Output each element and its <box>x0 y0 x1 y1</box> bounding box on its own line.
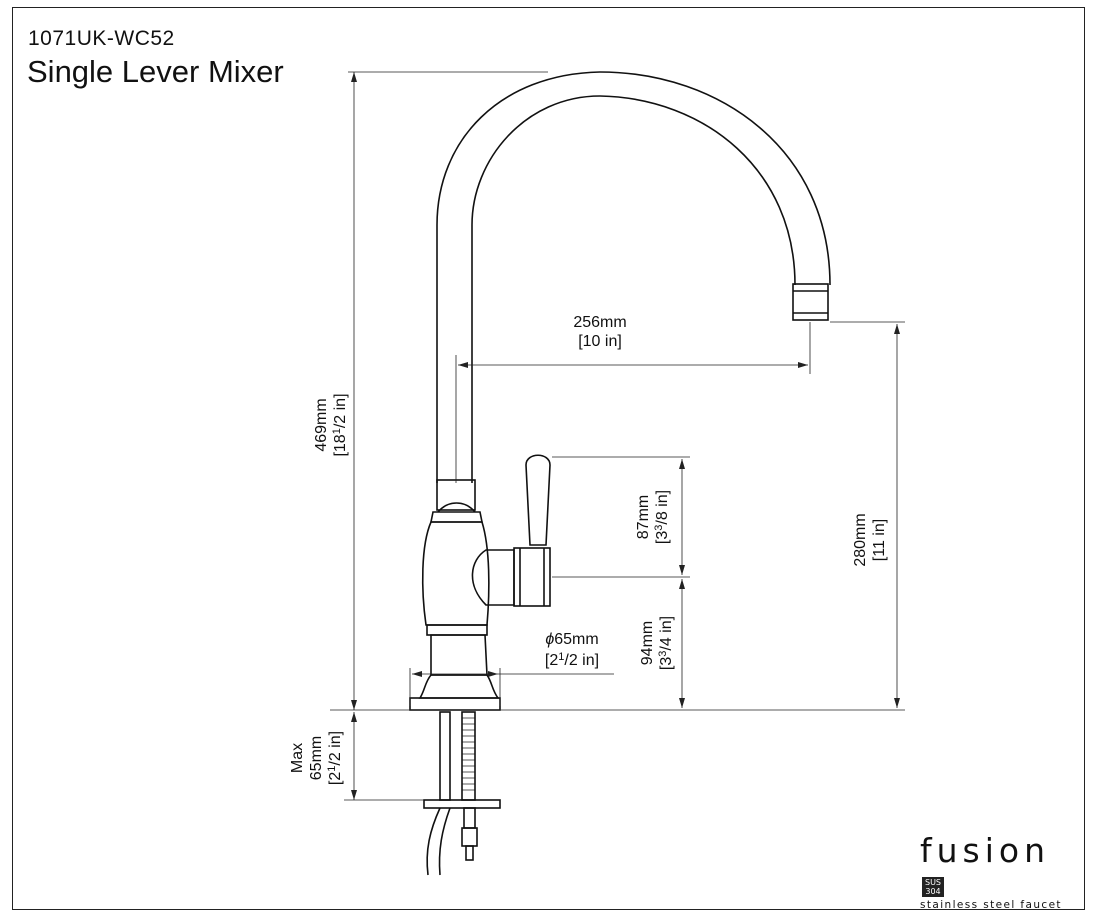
max-thickness-mm: 65mm <box>308 736 325 780</box>
threaded-shank <box>461 711 476 801</box>
lever <box>525 454 551 546</box>
faucet-outline <box>409 71 831 876</box>
max-thickness-inch: [21/2 in] <box>326 731 344 785</box>
base-plate <box>409 697 501 711</box>
reach-mm: 256mm <box>573 314 626 331</box>
dimension-lines <box>330 71 905 801</box>
brand-name: fusion <box>920 831 1050 870</box>
dimension-arrows <box>351 72 900 800</box>
backnut-plate <box>423 799 501 809</box>
reach-inch: [10 in] <box>578 333 622 350</box>
handle-base-inch: [33/4 in] <box>657 616 675 670</box>
spout-outer <box>436 71 831 483</box>
drawing-frame <box>12 7 1085 910</box>
base-flare <box>418 674 500 699</box>
base-diameter-inch: [21/2 in] <box>545 651 599 669</box>
handle-cap <box>513 547 551 607</box>
handle-height-mm: 87mm <box>635 495 652 539</box>
brand-tagline: stainless steel faucet <box>920 899 1062 911</box>
handle-base-mm: 94mm <box>639 621 656 665</box>
thread-hatching <box>462 717 475 791</box>
height-total-inch: [181/2 in] <box>331 393 349 456</box>
base-diameter-mm: ϕ65mm <box>545 631 598 648</box>
lower-ring <box>426 624 488 636</box>
product-title: Single Lever Mixer <box>27 54 284 89</box>
spout-height-mm: 280mm <box>852 513 869 566</box>
spout-collar <box>436 479 476 511</box>
handle-height-inch: [33/8 in] <box>653 490 671 544</box>
aerator <box>792 283 829 321</box>
height-total-mm: 469mm <box>313 398 330 451</box>
handle-boss <box>471 549 515 606</box>
model-code: 1071UK-WC52 <box>28 27 175 50</box>
body <box>421 521 490 626</box>
max-thickness-label: Max <box>289 743 306 773</box>
spout-inner <box>471 95 796 483</box>
spout-height-inch: [11 in] <box>871 519 888 561</box>
